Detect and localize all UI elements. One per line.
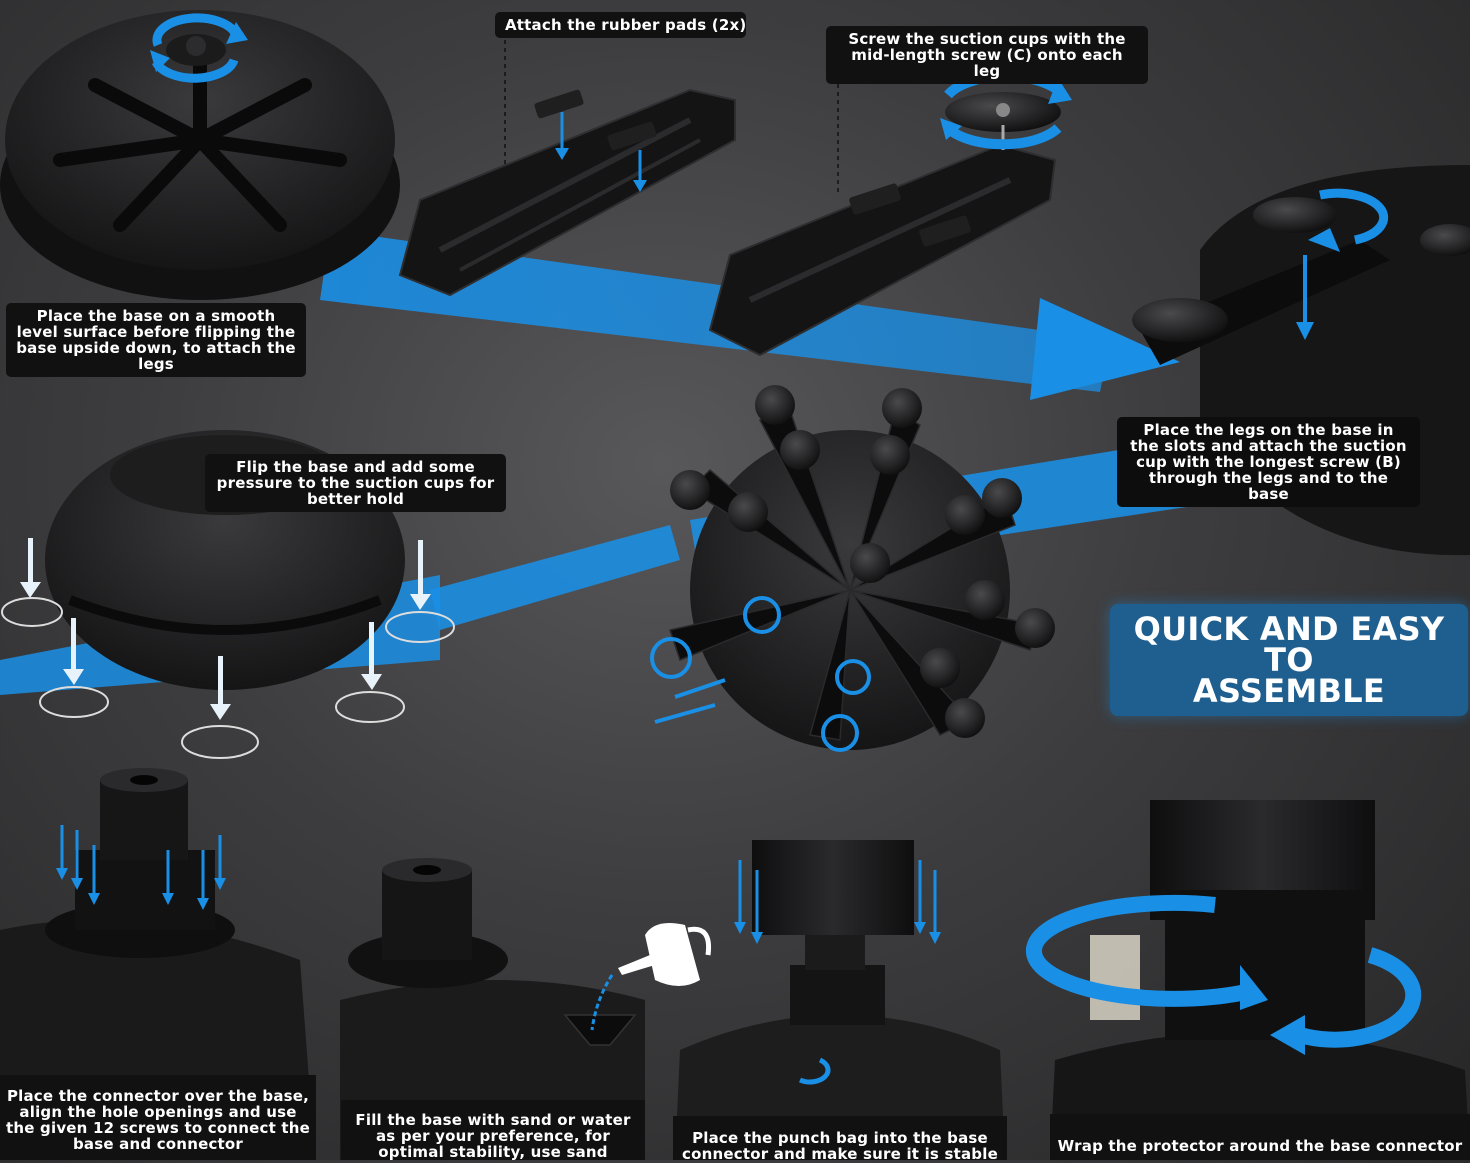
wrap-protector: [1025, 800, 1470, 1160]
step-caption-rubber-pads: Attach the rubber pads (2x): [495, 12, 746, 38]
watering-can-icon: [618, 922, 712, 986]
step-caption-fill: Fill the base with sand or water as per …: [341, 1100, 645, 1160]
funnel-icon: [563, 1014, 637, 1046]
leg-with-rubber-pads: [398, 40, 736, 297]
step-caption-suction-cups: Screw the suction cups with the mid-leng…: [826, 26, 1148, 84]
assembly-title: QUICK AND EASY TO ASSEMBLE: [1133, 609, 1445, 710]
title-badge: QUICK AND EASY TO ASSEMBLE: [1110, 604, 1468, 716]
step-caption-protector: Wrap the protector around the base conne…: [1050, 1114, 1470, 1160]
punch-bag-into-base: [675, 840, 1005, 1160]
step-caption-place-base: Place the base on a smooth level surface…: [6, 303, 306, 377]
step-caption-flip-base: Flip the base and add some pressure to t…: [205, 454, 506, 512]
step-caption-punch-bag: Place the punch bag into the base connec…: [673, 1116, 1007, 1162]
base-underside-12-legs: [650, 385, 1055, 752]
round-base-top: [0, 10, 400, 300]
leg-with-suction-cup: [708, 60, 1072, 357]
step-caption-legs-on-base: Place the legs on the base in the slots …: [1117, 417, 1420, 507]
step-caption-connector: Place the connector over the base, align…: [0, 1075, 316, 1160]
